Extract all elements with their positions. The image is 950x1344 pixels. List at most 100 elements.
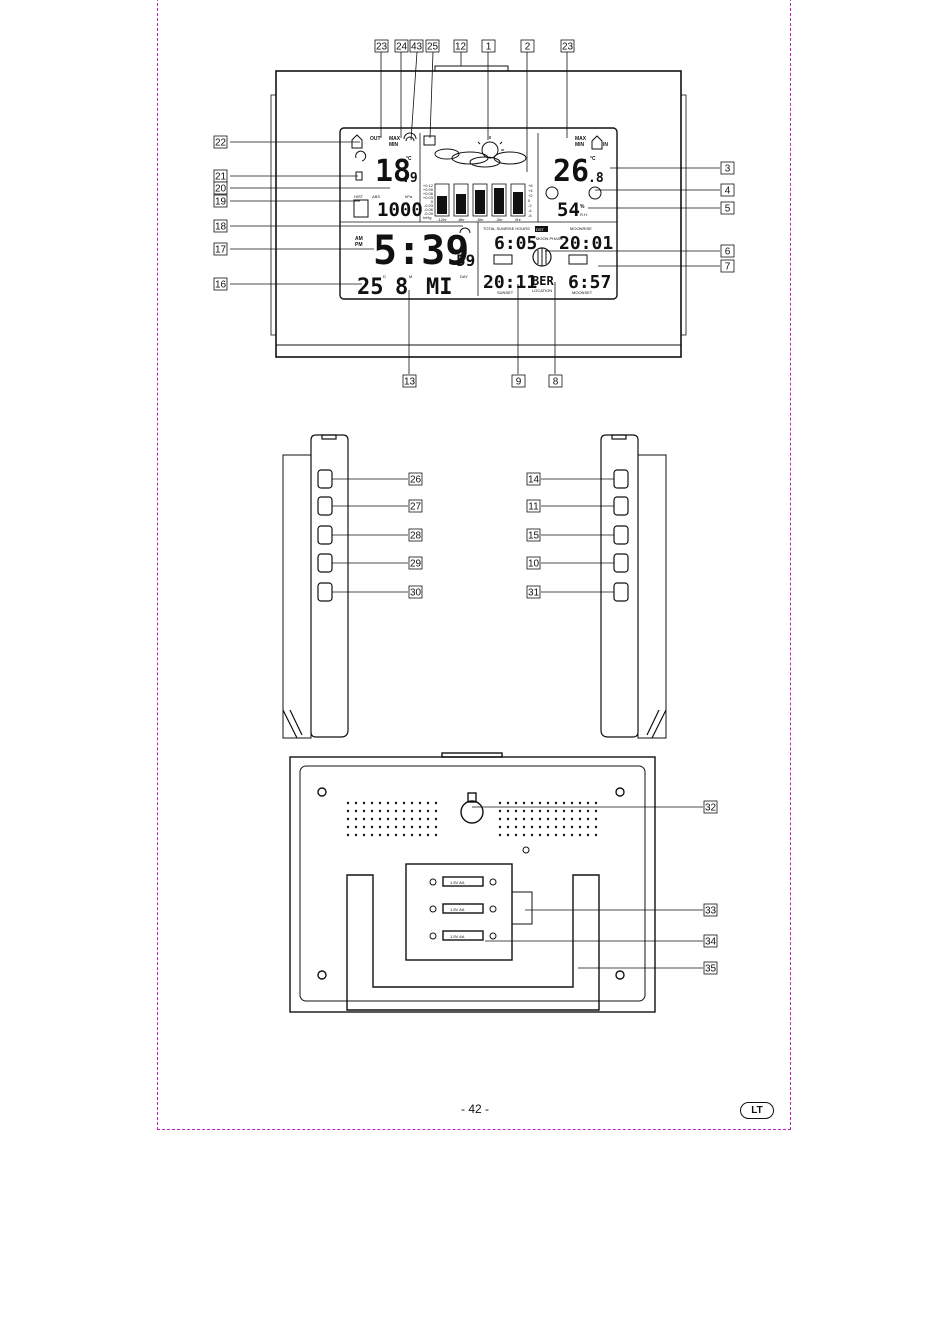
grille-dot <box>370 801 374 805</box>
callout-right-4-box <box>720 259 735 273</box>
side-button-26[interactable] <box>317 469 333 489</box>
hanging-hole <box>460 800 484 824</box>
callout-left-4-box <box>213 219 228 233</box>
house-out-icon <box>351 134 363 149</box>
callout-left-side-3: 29 <box>410 559 422 570</box>
sunset-label: SUNSET <box>497 290 514 295</box>
moonrise-label: MOONRISE <box>570 226 592 231</box>
callout-top-2-box <box>409 39 424 53</box>
callout-top-3-box <box>425 39 440 53</box>
grille-dot <box>346 809 350 813</box>
grille-dot <box>370 809 374 813</box>
min-label-in: MIN <box>575 142 585 148</box>
chart-right-label-5: -4 <box>528 208 532 213</box>
chart-right-label-3: 0 <box>528 198 531 203</box>
grille-dot <box>362 825 366 829</box>
weekday: MI <box>426 275 453 300</box>
grille-dot <box>394 825 398 829</box>
grille-dot <box>570 833 574 837</box>
chart-right-label-2: +2 <box>528 193 533 198</box>
callout-right-side-2: 15 <box>528 531 540 542</box>
grille-dot <box>546 801 550 805</box>
side-button-11[interactable] <box>613 496 629 516</box>
grille-dot <box>538 809 542 813</box>
chart-right-labels: +6+4+20-2-4-6 <box>528 183 533 218</box>
side-button-14[interactable] <box>613 469 629 489</box>
grille-dot <box>378 825 382 829</box>
chart-x-label-4: 0hr <box>515 217 521 222</box>
grille-dot <box>410 809 414 813</box>
moonset-label: MOONSET <box>572 290 593 295</box>
callout-back-2: 34 <box>705 937 717 948</box>
am-label: AM <box>355 236 363 242</box>
callout-left-0: 22 <box>215 138 227 149</box>
grille-dot <box>498 833 502 837</box>
grille-dot <box>506 825 510 829</box>
grille-dot <box>418 825 422 829</box>
house-in-icon <box>591 135 603 150</box>
grille-dot <box>354 817 358 821</box>
humidity-unit: % <box>580 204 585 210</box>
callout-right-1: 4 <box>725 186 731 197</box>
callout-left-side-4: 30 <box>410 588 422 599</box>
grille-dot <box>402 809 406 813</box>
side-button-27[interactable] <box>317 496 333 516</box>
chart-right-label-6: -6 <box>528 213 532 218</box>
chart-y-labels: +0.12+0.09+0.06+0.030-0.03-0.06-0.09 <box>423 183 434 216</box>
hist-box <box>353 199 369 218</box>
callout-right-side-0: 14 <box>528 475 540 486</box>
grille-dot <box>578 817 582 821</box>
grille-dot <box>562 809 566 813</box>
callout-left-side-2-box <box>408 528 423 542</box>
callout-right-side-1: 11 <box>528 502 539 513</box>
sad-face-icon <box>545 186 559 200</box>
grille-dot <box>578 833 582 837</box>
clock-seconds: 59 <box>456 251 475 270</box>
battery-labels: 1.5V AA 1.5V AA 1.5V AA <box>450 880 465 939</box>
grille-dot <box>506 833 510 837</box>
chart-x-label-0: -12hr <box>437 217 447 222</box>
max-label-in: MAX <box>575 136 587 142</box>
callout-top-3: 25 <box>427 42 439 53</box>
chart-x-label-1: -8hr <box>457 217 465 222</box>
callout-top-0-box <box>374 39 389 53</box>
callout-right-side-2-box <box>526 528 541 542</box>
side-button-28[interactable] <box>317 525 333 545</box>
grille-dot <box>370 825 374 829</box>
moon-phase-label: MOON PHASE <box>536 236 563 241</box>
right-side-view <box>600 434 667 739</box>
sunrise-time: 6:05 <box>494 233 537 254</box>
side-button-15[interactable] <box>613 525 629 545</box>
grille-dot <box>418 801 422 805</box>
grille-dot <box>538 801 542 805</box>
grille-dot <box>386 801 390 805</box>
grille-dot <box>498 825 502 829</box>
grille-dot <box>514 833 518 837</box>
grille-dot <box>386 809 390 813</box>
grille-dot <box>362 801 366 805</box>
grille-dot <box>410 817 414 821</box>
grille-dot <box>506 817 510 821</box>
side-button-10[interactable] <box>613 553 629 573</box>
callout-left-2-box <box>213 181 228 195</box>
chart-y-label-6: -0.06 <box>424 207 434 212</box>
inhg-label: InHg <box>423 215 431 220</box>
grille-dot <box>426 825 430 829</box>
moonset-icon <box>568 254 588 265</box>
grille-dot <box>378 833 382 837</box>
callout-left-side-4-box <box>408 585 423 599</box>
grille-dot <box>402 833 406 837</box>
callout-right-4: 7 <box>725 262 731 273</box>
grille-dot <box>562 833 566 837</box>
callout-back-0-box <box>703 800 718 814</box>
pressure-value: 1000 <box>377 199 423 221</box>
date-day: 25 <box>357 275 384 300</box>
grille-dot <box>506 809 510 813</box>
side-button-31[interactable] <box>613 582 629 602</box>
callout-left-side-1-box <box>408 499 423 513</box>
side-button-30[interactable] <box>317 582 333 602</box>
grille-dot <box>538 833 542 837</box>
side-button-29[interactable] <box>317 553 333 573</box>
grille-dot <box>562 801 566 805</box>
